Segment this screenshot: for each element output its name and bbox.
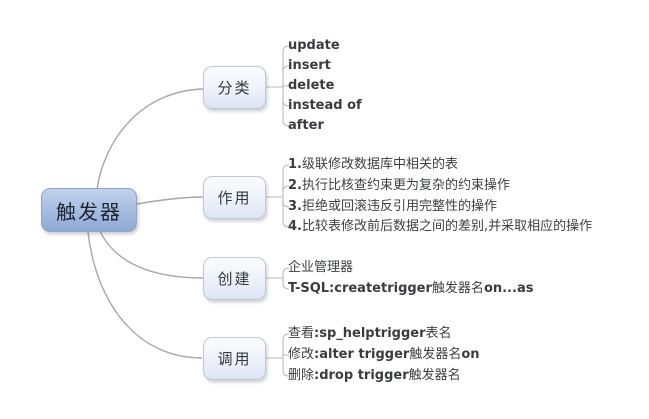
leaf-topic[interactable]: 3.拒绝或回滚违反引用完整性的操作	[288, 197, 497, 217]
root-topic-label: 触发器	[56, 199, 122, 224]
leaf-topic-text: 触发器名	[431, 281, 484, 296]
leaf-topic-text: 触发器名	[408, 368, 461, 383]
leaf-topic-text: :alter trigger	[314, 347, 410, 362]
leaf-topic-text: 2.	[288, 178, 302, 193]
leaf-topic[interactable]: after	[288, 116, 324, 136]
leaf-topic-text: 触发器名	[409, 347, 462, 362]
leaf-topic[interactable]: 4.比较表修改前后数据之间的差别,并采取相应的操作	[288, 217, 592, 237]
leaf-topic-text: 拒绝或回滚违反引用完整性的操作	[301, 199, 497, 214]
leaf-topic[interactable]: 企业管理器	[288, 258, 353, 278]
leaf-topic-text: 查看	[288, 326, 315, 341]
branch-connector-invoke	[87, 231, 203, 359]
branch-connector-classification	[96, 88, 204, 190]
leaf-topic-text: after	[288, 118, 324, 133]
leaf-topic-text: on...as	[483, 281, 534, 296]
leaf-topic[interactable]: delete	[288, 76, 334, 96]
leaf-topic-text: 比较表修改前后数据之间的差别,并采取相应的操作	[301, 219, 593, 234]
leaf-topic-text: update	[288, 38, 340, 53]
leaf-topic-text: :drop trigger	[314, 368, 409, 383]
leaf-topic-text: 表名	[425, 326, 452, 341]
branch-topic-invoke[interactable]: 调用	[203, 336, 266, 380]
leaf-topic[interactable]: 修改:alter trigger触发器名on	[288, 345, 480, 365]
leaf-topic[interactable]: instead of	[288, 96, 362, 116]
branch-topic-classification[interactable]: 分类	[203, 65, 266, 109]
leaf-topic-text: 3.	[288, 199, 302, 214]
leaf-topic-text: 4.	[288, 219, 302, 234]
root-topic[interactable]: 触发器	[41, 188, 137, 232]
branch-connector-create	[99, 230, 204, 279]
leaf-topic-text: instead of	[288, 98, 362, 113]
leaf-topic-text: 删除	[288, 368, 315, 383]
branch-topic-create[interactable]: 创建	[203, 256, 266, 300]
leaf-topic-text: delete	[288, 78, 335, 93]
leaf-topic-text: on	[461, 347, 480, 362]
leaf-topic-text: insert	[288, 58, 331, 73]
leaf-topic[interactable]: update	[288, 36, 340, 56]
leaf-topic-text: 执行比核查约束更为复杂的约束操作	[301, 178, 510, 193]
leaf-topic-text: 1.	[288, 157, 302, 172]
leaf-topic[interactable]: 2.执行比核查约束更为复杂的约束操作	[288, 176, 510, 196]
branch-topic-function[interactable]: 作用	[203, 175, 266, 219]
leaf-topic[interactable]: insert	[288, 56, 331, 76]
branch-topic-label: 调用	[217, 349, 252, 368]
branch-topic-label: 作用	[217, 188, 252, 207]
leaf-topic[interactable]: 1.级联修改数据库中相关的表	[288, 155, 458, 175]
leaf-topic[interactable]: 删除:drop trigger触发器名	[288, 366, 461, 386]
branch-topic-label: 分类	[217, 78, 252, 97]
branch-connector-function	[136, 196, 204, 205]
branch-topic-label: 创建	[217, 269, 252, 288]
leaf-topic[interactable]: T-SQL:createtrigger触发器名on...as	[288, 279, 533, 299]
leaf-topic-text: T-SQL:createtrigger	[288, 281, 432, 296]
leaf-topic-text: :sp_helptrigger	[314, 326, 426, 341]
leaf-topic-text: 企业管理器	[288, 260, 354, 275]
leaf-topic[interactable]: 查看:sp_helptrigger表名	[288, 324, 452, 344]
leaf-topic-text: 级联修改数据库中相关的表	[301, 157, 458, 172]
leaf-topic-text: 修改	[288, 347, 315, 362]
